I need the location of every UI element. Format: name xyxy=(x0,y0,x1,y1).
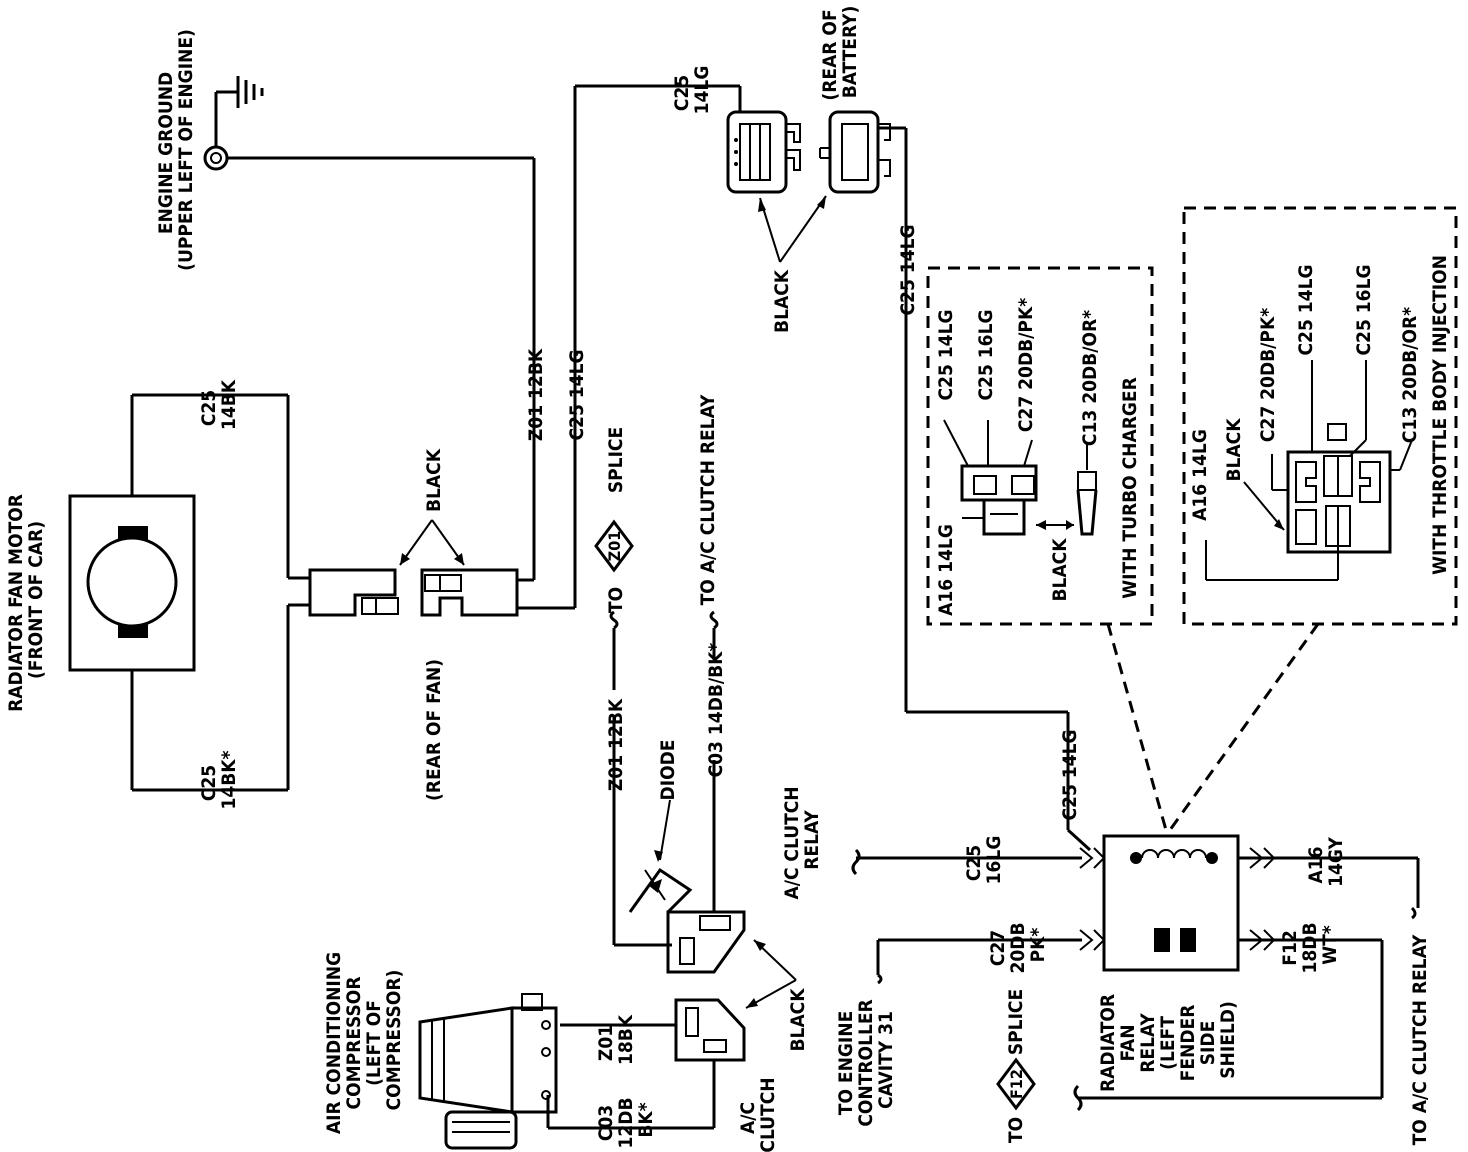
wire-label-f12-18db-wt: F12 18DB WT* xyxy=(1279,917,1341,974)
wire-label-c03-14db-bk: C03 14DB/BK* xyxy=(705,643,727,778)
with-tbi-label: WITH THROTTLE BODY INJECTION xyxy=(1429,255,1451,575)
with-turbo-label: WITH TURBO CHARGER xyxy=(1119,377,1141,598)
ac-black-callout xyxy=(745,939,797,1009)
battery-connector-left xyxy=(726,110,801,194)
engine-ground xyxy=(203,76,536,582)
turbo-wire-c13: C13 20DB/OR* xyxy=(1079,310,1101,446)
turbo-inset xyxy=(926,266,1168,831)
z01-wire xyxy=(609,610,672,947)
wire-label-a16-14gy: A16 14GY xyxy=(1305,836,1347,886)
wire-label-c25-14bk-star: C25 14BK* xyxy=(198,750,240,809)
to-ac-clutch-relay-label: TO A/C CLUTCH RELAY xyxy=(697,394,719,605)
tbi-wire-c13: C13 20DB/OR* xyxy=(1399,307,1421,443)
rear-of-battery-label: (REAR OF BATTERY) xyxy=(819,3,861,100)
wire-label-c25-14lg-vert: C25 14LG xyxy=(566,350,588,441)
wire-label-c27-20db-pk: C27 20DB PK* xyxy=(987,917,1049,974)
ac-compressor xyxy=(418,993,558,1150)
fan-connector xyxy=(308,519,519,617)
wire-label-c25-14bk: C25 14BK xyxy=(198,379,240,430)
ac-clutch-label: A/C CLUTCH xyxy=(737,1077,779,1152)
ac-compressor-label: AIR CONDITIONING COMPRESSOR (LEFT OF COM… xyxy=(323,946,405,1134)
ac-black-label: BLACK xyxy=(787,988,809,1052)
tbi-wire-c25-16lg: C25 16LG xyxy=(1353,265,1375,356)
tbi-wire-c25-14lg: C25 14LG xyxy=(1295,265,1317,356)
ac-clutch-relay-connector xyxy=(628,799,746,974)
f12-splice-id: F12 xyxy=(1007,1069,1026,1099)
turbo-black-label: BLACK xyxy=(1049,538,1071,602)
tbi-wire-a16: A16 14LG xyxy=(1189,429,1211,521)
f12-splice-symbol xyxy=(996,1057,1036,1111)
c25-14lg-wire xyxy=(517,84,742,610)
turbo-wire-c25-16lg: C25 16LG xyxy=(975,310,997,401)
turbo-wire-a16: A16 14LG xyxy=(935,524,957,616)
wire-label-z01-18bk: Z01 18BK xyxy=(595,1014,637,1065)
c03-wire xyxy=(709,610,719,912)
ac-clutch-connector xyxy=(546,998,746,1130)
wire-label-c25-14lg-top: C25 14LG xyxy=(671,66,713,115)
tbi-inset xyxy=(1168,206,1458,831)
f12-splice-label: SPLICE xyxy=(1005,989,1027,1055)
turbo-wire-c27: C27 20DB/PK* xyxy=(1015,298,1037,432)
to-ac-clutch-relay-right: TO A/C CLUTCH RELAY xyxy=(1409,934,1431,1145)
fan-relay-label: RADIATOR FAN RELAY (LEFT FENDER SIDE SHI… xyxy=(1097,988,1239,1092)
wire-label-z01-12bk: Z01 12BK xyxy=(525,348,547,441)
wire-label-c25-14lg-right: C25 14LG xyxy=(897,225,919,316)
z01-to-label: TO xyxy=(605,587,627,613)
fan-motor-label: RADIATOR FAN MOTOR (FRONT OF CAR) xyxy=(5,488,47,712)
diode-label: DIODE xyxy=(657,740,679,801)
z01-splice-id: Z01 xyxy=(605,531,624,561)
rear-of-fan-label: (REAR OF FAN) xyxy=(423,659,445,801)
z01-splice-symbol xyxy=(594,519,634,573)
z01-splice-label: SPLICE xyxy=(605,427,627,493)
tbi-black-label: BLACK xyxy=(1223,418,1245,482)
f12-to-label: TO xyxy=(1005,1117,1027,1143)
engine-ground-label: ENGINE GROUND (UPPER LEFT OF ENGINE) xyxy=(155,29,197,271)
battery-black-callout xyxy=(758,195,827,263)
radiator-fan-motor xyxy=(68,393,310,792)
radiator-fan-relay xyxy=(1102,834,1240,972)
tbi-wire-c27: C27 20DB/PK* xyxy=(1257,308,1279,442)
fan-connector-black-label: BLACK xyxy=(423,448,445,512)
ac-clutch-relay-label: A/C CLUTCH RELAY xyxy=(781,780,823,899)
engine-controller-label: TO ENGINE CONTROLLER CAVITY 31 xyxy=(835,993,897,1126)
relay-wires xyxy=(851,828,1420,1112)
wire-label-c03-12db-bk: C03 12DB BK* xyxy=(595,1092,657,1149)
wire-label-z01-12bk-lower: Z01 12BK xyxy=(605,698,627,791)
battery-connector-right xyxy=(819,110,1070,830)
wire-label-c25-14lg-lower: C25 14LG xyxy=(1059,730,1081,821)
battery-black-label: BLACK xyxy=(771,269,793,333)
wire-label-c25-16lg: C25 16LG xyxy=(963,836,1005,885)
turbo-wire-c25-14lg: C25 14LG xyxy=(935,310,957,401)
